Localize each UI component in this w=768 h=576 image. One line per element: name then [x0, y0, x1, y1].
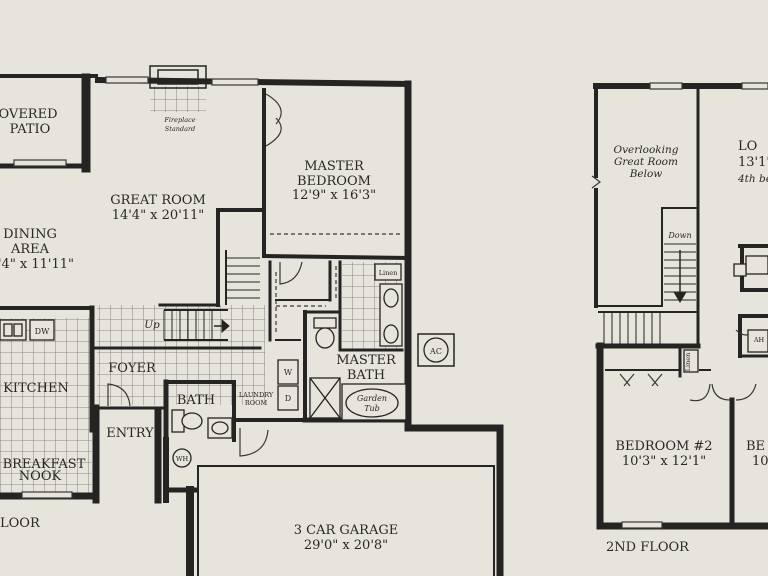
garden-tub-label-2: Tub [364, 404, 380, 413]
breakfast-nook-label-2: NOOK [19, 469, 62, 484]
entry-label: ENTRY [106, 426, 154, 441]
dryer-label: D [285, 394, 291, 403]
wh-label: WH [176, 455, 189, 463]
bath-label: BATH [177, 393, 215, 408]
dw-label: DW [35, 327, 50, 336]
garden-tub-label-1: Garden [357, 394, 387, 403]
laundry-label-1: LAUNDRY [239, 391, 274, 399]
foyer-label: FOYER [108, 361, 157, 376]
loft-note: 4th bedro [737, 173, 768, 185]
covered-patio-label-1: OVERED [0, 107, 58, 122]
water-heater [172, 448, 192, 468]
down-label: Down [667, 231, 691, 240]
second-floor-stairs-icon [598, 243, 698, 346]
master-bedroom-label-1: MASTER [304, 159, 365, 174]
bath-fixtures [171, 409, 233, 439]
ac-circle [423, 337, 449, 363]
overlooking-label-2: Great Room [614, 156, 678, 168]
master-bath-label-2: BATH [347, 368, 385, 383]
ac-label: AC [429, 347, 442, 356]
dining-size: '4" x 11'11" [0, 257, 74, 272]
kitchen-fixtures [0, 319, 55, 341]
overlooking-label-1: Overlooking [614, 144, 679, 156]
closet-rods [270, 233, 400, 334]
bedroom3-size: 10 [752, 454, 768, 469]
master-bath-label-1: MASTER [336, 353, 397, 368]
ah-label: AH [753, 336, 765, 344]
kitchen-tile [0, 318, 92, 494]
foyer-tile [97, 305, 265, 405]
doors [107, 93, 303, 457]
master-bath-fixtures [309, 263, 407, 421]
windows [13, 76, 259, 499]
dining-label-2: AREA [10, 242, 50, 257]
loft-size: 13'1" [738, 155, 768, 170]
great-room-label: GREAT ROOM [110, 193, 206, 208]
fireplace-label-1: Fireplace [163, 116, 195, 124]
linen-label: Linen [379, 269, 398, 277]
great-room-size: 14'4" x 20'11" [112, 208, 205, 223]
second-floor-walls [593, 83, 768, 530]
fireplace-label-2: Standard [165, 125, 195, 133]
breakfast-nook-label-1: BREAKFAST [3, 457, 86, 472]
laundry-label-2: ROOM [245, 399, 268, 407]
second-floor-windows [591, 82, 768, 529]
first-floor-label: LOOR [0, 516, 41, 531]
washer-label: W [284, 368, 293, 377]
bedroom2-size: 10'3" x 12'1" [622, 454, 706, 469]
second-floor-label: 2ND FLOOR [606, 540, 690, 555]
dining-label-1: DINING [3, 227, 57, 242]
washer-dryer [277, 359, 299, 411]
overlooking-label-3: Below [629, 168, 663, 180]
master-bedroom-label-2: BEDROOM [297, 174, 371, 189]
stairs-icon [163, 250, 260, 341]
fireplace-tile [150, 86, 206, 112]
loft-label: LO [738, 139, 757, 154]
garage-label: 3 CAR GARAGE [294, 523, 398, 538]
second-floor-linen-label: Linen [684, 353, 692, 372]
master-bedroom-size: 12'9" x 16'3" [292, 188, 376, 203]
bedroom3-label: BE [746, 439, 765, 454]
second-floor-fixtures [683, 255, 768, 373]
bedroom2-label: BEDROOM #2 [615, 439, 712, 454]
fireplace-icon [149, 65, 207, 89]
covered-patio-label-2: PATIO [10, 122, 51, 137]
up-label: Up [144, 319, 160, 331]
garage-size: 29'0" x 20'8" [304, 538, 388, 553]
ac-unit [417, 333, 455, 367]
kitchen-label: KITCHEN [3, 381, 69, 396]
